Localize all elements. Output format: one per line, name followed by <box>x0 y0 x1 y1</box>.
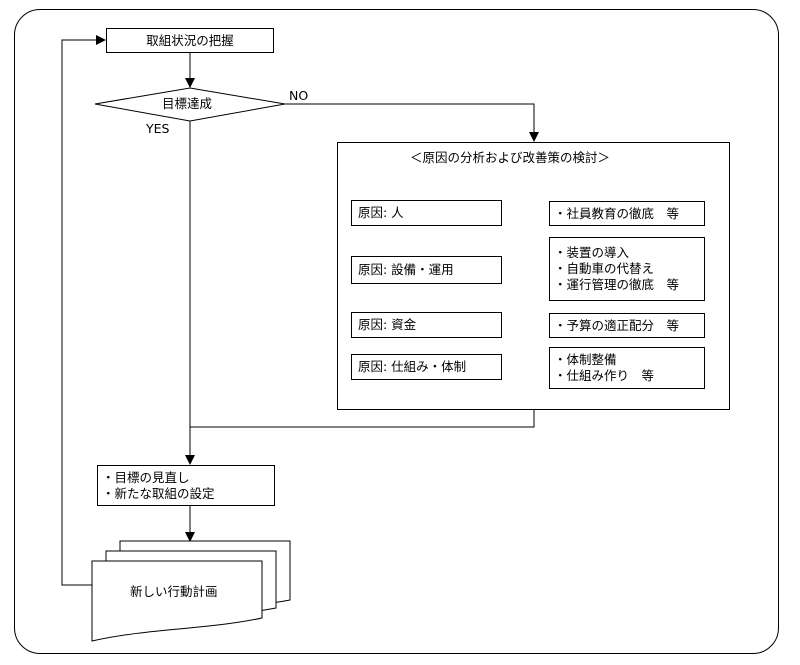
cause-label: 原因: 設備・運用 <box>358 262 454 277</box>
plan-doc-front <box>91 560 263 642</box>
measure-line: ・仕組み作り 等 <box>554 368 655 383</box>
measure-line: ・運行管理の徹底 等 <box>554 277 680 292</box>
measure-line: ・予算の適正配分 等 <box>554 317 680 333</box>
cause-box-equipment: 原因: 設備・運用 <box>351 256 502 284</box>
cause-label: 原因: 資金 <box>358 317 417 332</box>
cause-label: 原因: 仕組み・体制 <box>358 359 467 374</box>
measure-line: ・社員教育の徹底 等 <box>554 205 680 221</box>
review-to-plan-arrowhead <box>185 532 195 542</box>
cause-box-funds: 原因: 資金 <box>351 312 502 338</box>
analysis-title: ＜原因の分析および改善策の検討＞ <box>410 150 611 165</box>
review-line: ・目標の見直し <box>102 469 190 485</box>
merge-arrowhead <box>185 455 195 465</box>
start-to-decision-arrowhead <box>185 78 195 88</box>
cause-box-structure: 原因: 仕組み・体制 <box>351 354 502 380</box>
measure-box-people: ・社員教育の徹底 等 <box>549 201 705 226</box>
review-line: ・新たな取組の設定 <box>102 485 215 501</box>
no-branch-line <box>285 103 535 132</box>
feedback-loop-line <box>61 39 96 586</box>
decision-label: 目標達成 <box>162 96 213 111</box>
cause-box-people: 原因: 人 <box>351 200 502 226</box>
start-box: 取組状況の把握 <box>106 28 274 53</box>
measure-line: ・装置の導入 <box>554 245 630 260</box>
no-label: NO <box>289 88 309 103</box>
outer-frame <box>14 9 779 654</box>
measure-box-structure: ・体制整備 ・仕組み作り 等 <box>549 347 705 389</box>
measure-line: ・自動車の代替え <box>554 261 655 276</box>
measure-box-funds: ・予算の適正配分 等 <box>549 313 705 338</box>
yes-label: YES <box>146 121 170 136</box>
measure-line: ・体制整備 <box>554 352 617 367</box>
return-line <box>190 409 535 428</box>
measure-box-equipment: ・装置の導入 ・自動車の代替え ・運行管理の徹底 等 <box>549 237 705 301</box>
cause-label: 原因: 人 <box>358 205 404 220</box>
no-branch-arrowhead <box>529 132 539 142</box>
start-box-label: 取組状況の把握 <box>146 32 234 48</box>
review-box: ・目標の見直し ・新たな取組の設定 <box>97 465 275 506</box>
feedback-arrowhead <box>96 35 106 45</box>
plan-doc-label: 新しい行動計画 <box>130 584 218 599</box>
